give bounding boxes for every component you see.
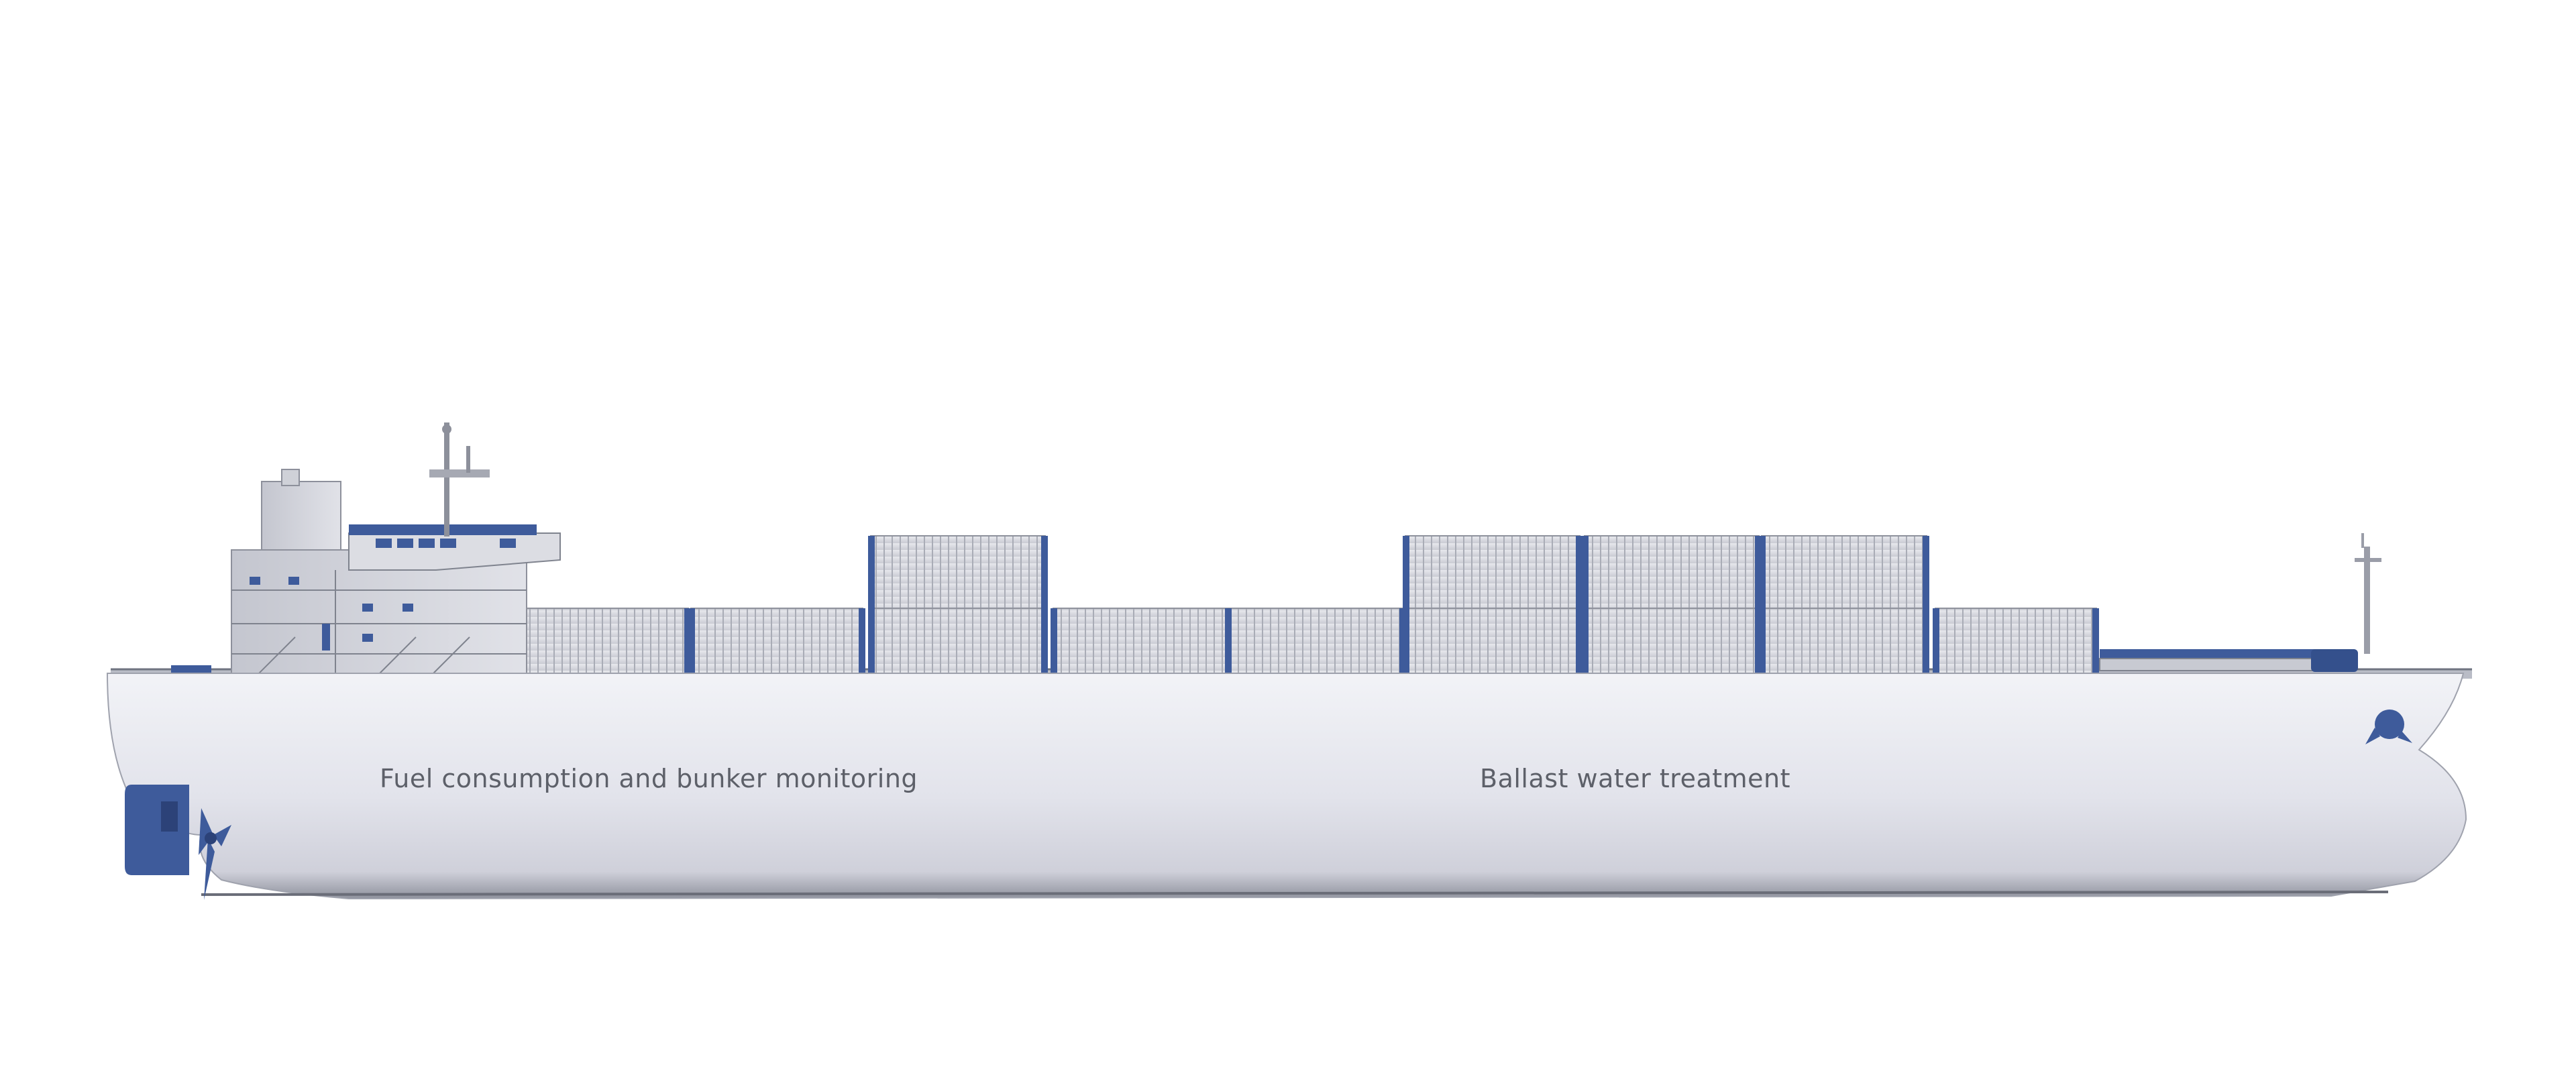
container-lashing-post bbox=[859, 608, 865, 681]
container-box bbox=[1584, 608, 1760, 681]
container-box bbox=[870, 535, 1046, 609]
container-box bbox=[690, 608, 863, 681]
forward-deck-equipment bbox=[2099, 533, 2381, 672]
container-lashing-post bbox=[1576, 536, 1582, 681]
container-lashing-post bbox=[684, 608, 691, 681]
container-lashing-post bbox=[1933, 608, 1939, 681]
container-box bbox=[1935, 608, 2097, 681]
container-lashing-post bbox=[1923, 536, 1929, 681]
container-lashing-post bbox=[1582, 536, 1589, 681]
container-box bbox=[1761, 608, 1927, 681]
container-lashing-post bbox=[688, 608, 695, 681]
container-box bbox=[1053, 608, 1230, 681]
container-lashing-post bbox=[1225, 608, 1232, 681]
container-lashing-post bbox=[1403, 536, 1409, 681]
container-box bbox=[1405, 608, 1580, 681]
container-lashing-post bbox=[1041, 536, 1048, 681]
container-lashing-post bbox=[2092, 608, 2099, 681]
anchor bbox=[2365, 710, 2412, 744]
container-box bbox=[1227, 608, 1404, 681]
ballast-water-label: Ballast water treatment bbox=[1480, 764, 1791, 793]
container-stacks bbox=[519, 535, 2099, 681]
fuel-monitoring-label: Fuel consumption and bunker monitoring bbox=[380, 764, 918, 793]
container-lashing-post bbox=[1755, 536, 1762, 681]
container-lashing-post bbox=[1051, 608, 1057, 681]
container-box bbox=[521, 608, 689, 681]
container-box bbox=[1761, 535, 1927, 609]
rudder-and-propeller bbox=[125, 785, 231, 900]
container-box bbox=[1405, 535, 1580, 609]
container-lashing-post bbox=[868, 536, 875, 681]
container-box bbox=[1584, 535, 1760, 609]
container-lashing-post bbox=[1759, 536, 1766, 681]
superstructure bbox=[171, 422, 561, 681]
container-box bbox=[870, 608, 1046, 681]
